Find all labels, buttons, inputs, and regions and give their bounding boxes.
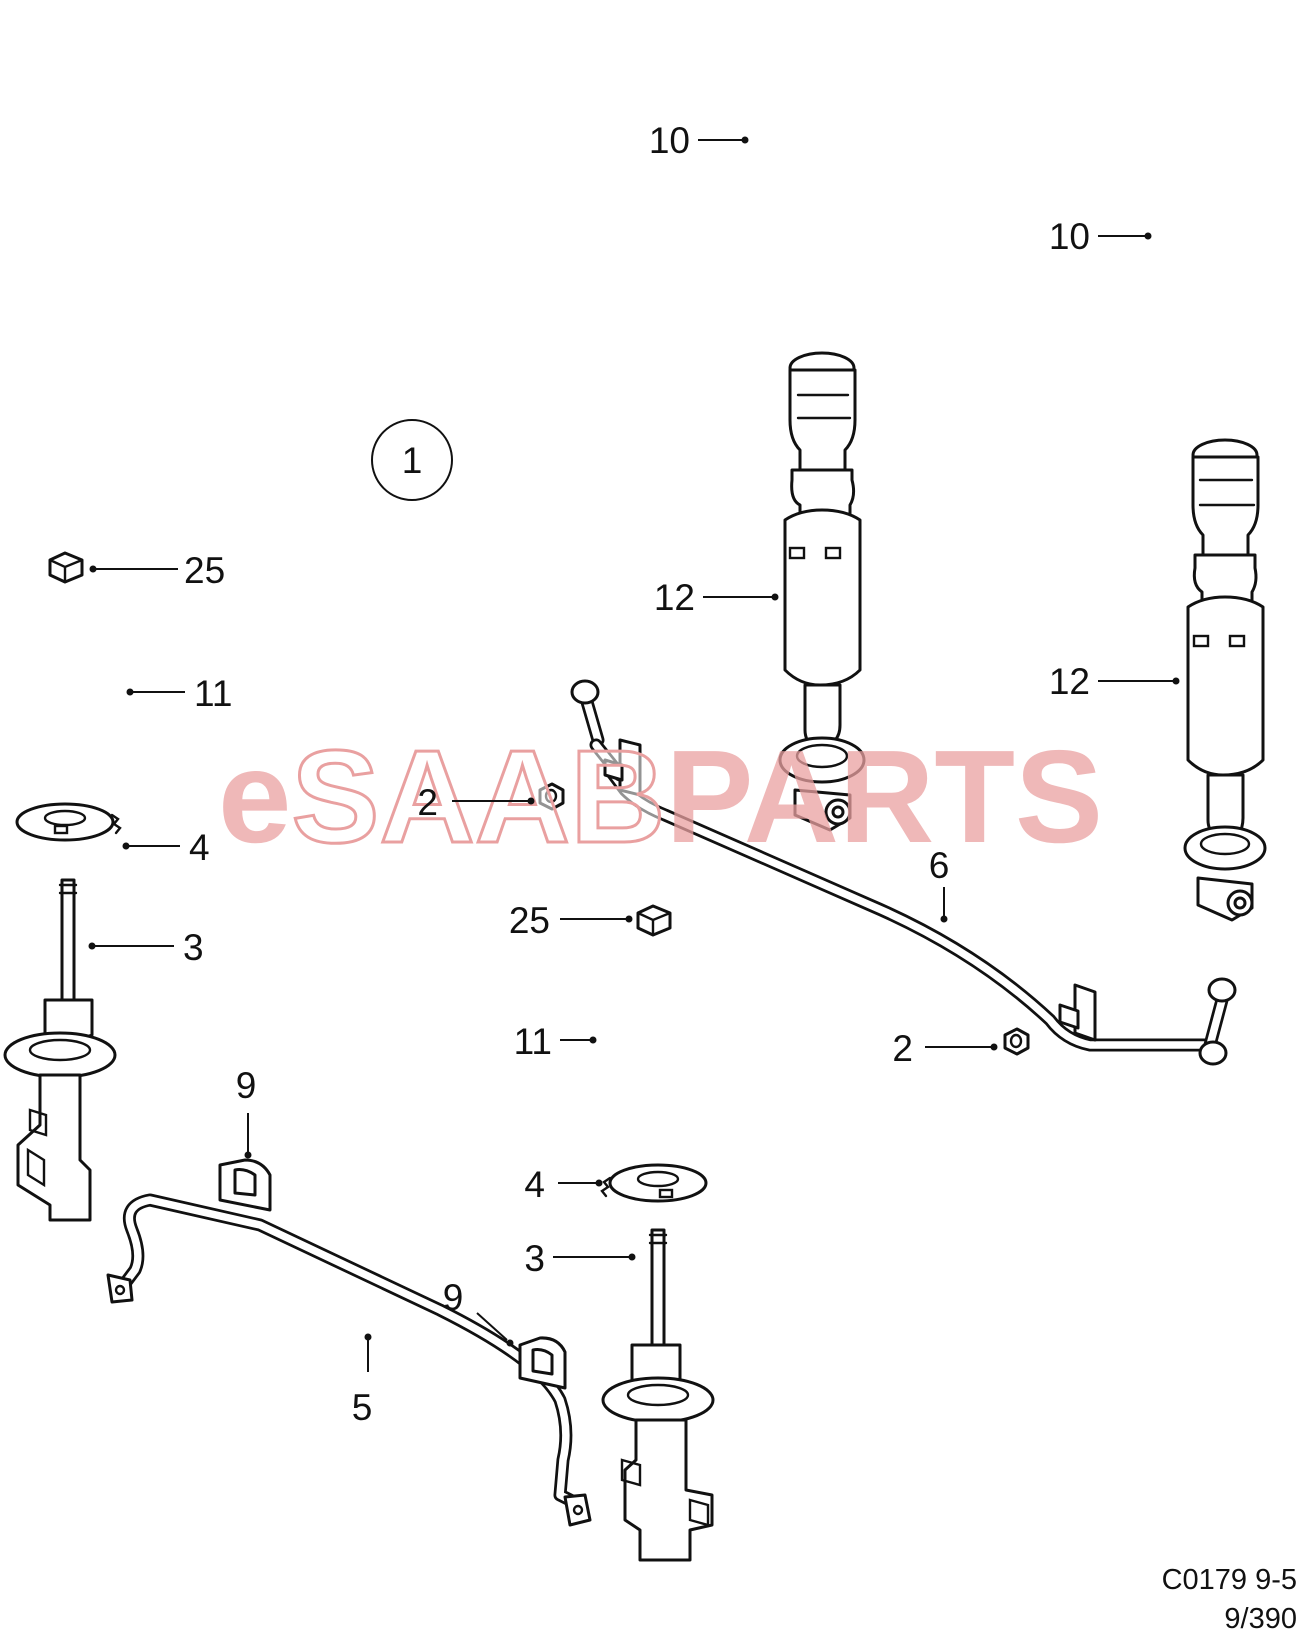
callout-label: 4 bbox=[524, 1164, 545, 1205]
callout-bushing-lower: 9 bbox=[443, 1277, 514, 1347]
callout-nut-top-right: 25 bbox=[509, 900, 633, 941]
diagram-page-ref: 9/390 bbox=[1224, 1603, 1297, 1635]
callout-label: 12 bbox=[654, 577, 695, 618]
rear-shock-right bbox=[1183, 438, 1267, 922]
callout-label: 3 bbox=[183, 927, 204, 968]
callout-label: 5 bbox=[352, 1387, 373, 1428]
callout-front-stabilizer-bar: 5 bbox=[352, 1333, 373, 1428]
callout-link-nut-left: 2 bbox=[417, 782, 535, 823]
diagram-code: C0179 9-5 bbox=[1162, 1564, 1297, 1596]
callout-label: 12 bbox=[1049, 661, 1090, 702]
callout-rear-shock-1: 12 bbox=[654, 577, 779, 618]
svg-text:eSAABPARTS: eSAABPARTS bbox=[218, 723, 1103, 870]
callout-label: 10 bbox=[649, 120, 690, 161]
callout-front-spring-left: 11 bbox=[126, 673, 232, 714]
rear-shock-center bbox=[778, 351, 866, 832]
callout-label: 25 bbox=[509, 900, 550, 941]
callout-front-spring-right: 11 bbox=[514, 1021, 597, 1062]
strut-left-part bbox=[3, 878, 117, 1222]
callout-label: 9 bbox=[443, 1277, 464, 1318]
front-spring-left-part bbox=[10, 593, 120, 791]
nut-top-left-part bbox=[48, 551, 84, 584]
callout-label: 25 bbox=[184, 550, 225, 591]
rear-stabilizer-bar bbox=[603, 763, 1217, 1052]
callout-label: 6 bbox=[929, 845, 950, 886]
callout-label: 2 bbox=[417, 782, 438, 823]
spring-seat-left-part bbox=[15, 802, 122, 842]
callout-label: 9 bbox=[236, 1065, 257, 1106]
callout-rear-spring-1: 10 bbox=[649, 120, 749, 161]
callout-rear-spring-2: 10 bbox=[1049, 216, 1152, 257]
callout-rear-stabilizer-bar: 6 bbox=[929, 845, 950, 923]
callout-spring-seat-left: 4 bbox=[122, 827, 210, 868]
callout-label: 11 bbox=[514, 1021, 552, 1062]
watermark: eSAABPARTS bbox=[218, 722, 1103, 872]
bushing-upper-part bbox=[218, 1158, 272, 1212]
strut-right-part bbox=[601, 1228, 715, 1562]
callout-label: 10 bbox=[1049, 216, 1090, 257]
rear-stabilizer-link-right bbox=[1058, 977, 1237, 1066]
callout-spring-seat-right: 4 bbox=[524, 1164, 603, 1205]
bushing-lower-part bbox=[518, 1336, 567, 1390]
rear-stabilizer-link-left bbox=[570, 679, 642, 797]
assembly-number-badge: 1 bbox=[371, 419, 453, 501]
callout-strut-left: 3 bbox=[88, 927, 204, 968]
callout-nut-top-left: 25 bbox=[89, 550, 225, 591]
callout-strut-right: 3 bbox=[524, 1238, 636, 1279]
callout-rear-shock-2: 12 bbox=[1049, 661, 1180, 702]
front-spring-right-part bbox=[603, 943, 713, 1144]
assembly-number: 1 bbox=[402, 440, 423, 481]
callout-label: 11 bbox=[194, 673, 232, 714]
callout-bushing-upper: 9 bbox=[236, 1065, 257, 1159]
callout-label: 2 bbox=[892, 1028, 913, 1069]
callout-label: 3 bbox=[524, 1238, 545, 1279]
link-nut-right-part bbox=[1003, 1027, 1030, 1056]
callout-link-nut-right: 2 bbox=[892, 1028, 998, 1069]
rear-spring-center bbox=[764, 14, 876, 341]
link-nut-left-part bbox=[538, 782, 565, 811]
callout-label: 4 bbox=[189, 827, 210, 868]
front-stabilizer-bar-part bbox=[106, 1193, 592, 1527]
nut-top-right-part bbox=[636, 904, 672, 937]
spring-seat-right-part bbox=[600, 1163, 708, 1203]
rear-spring-right bbox=[1164, 92, 1276, 426]
